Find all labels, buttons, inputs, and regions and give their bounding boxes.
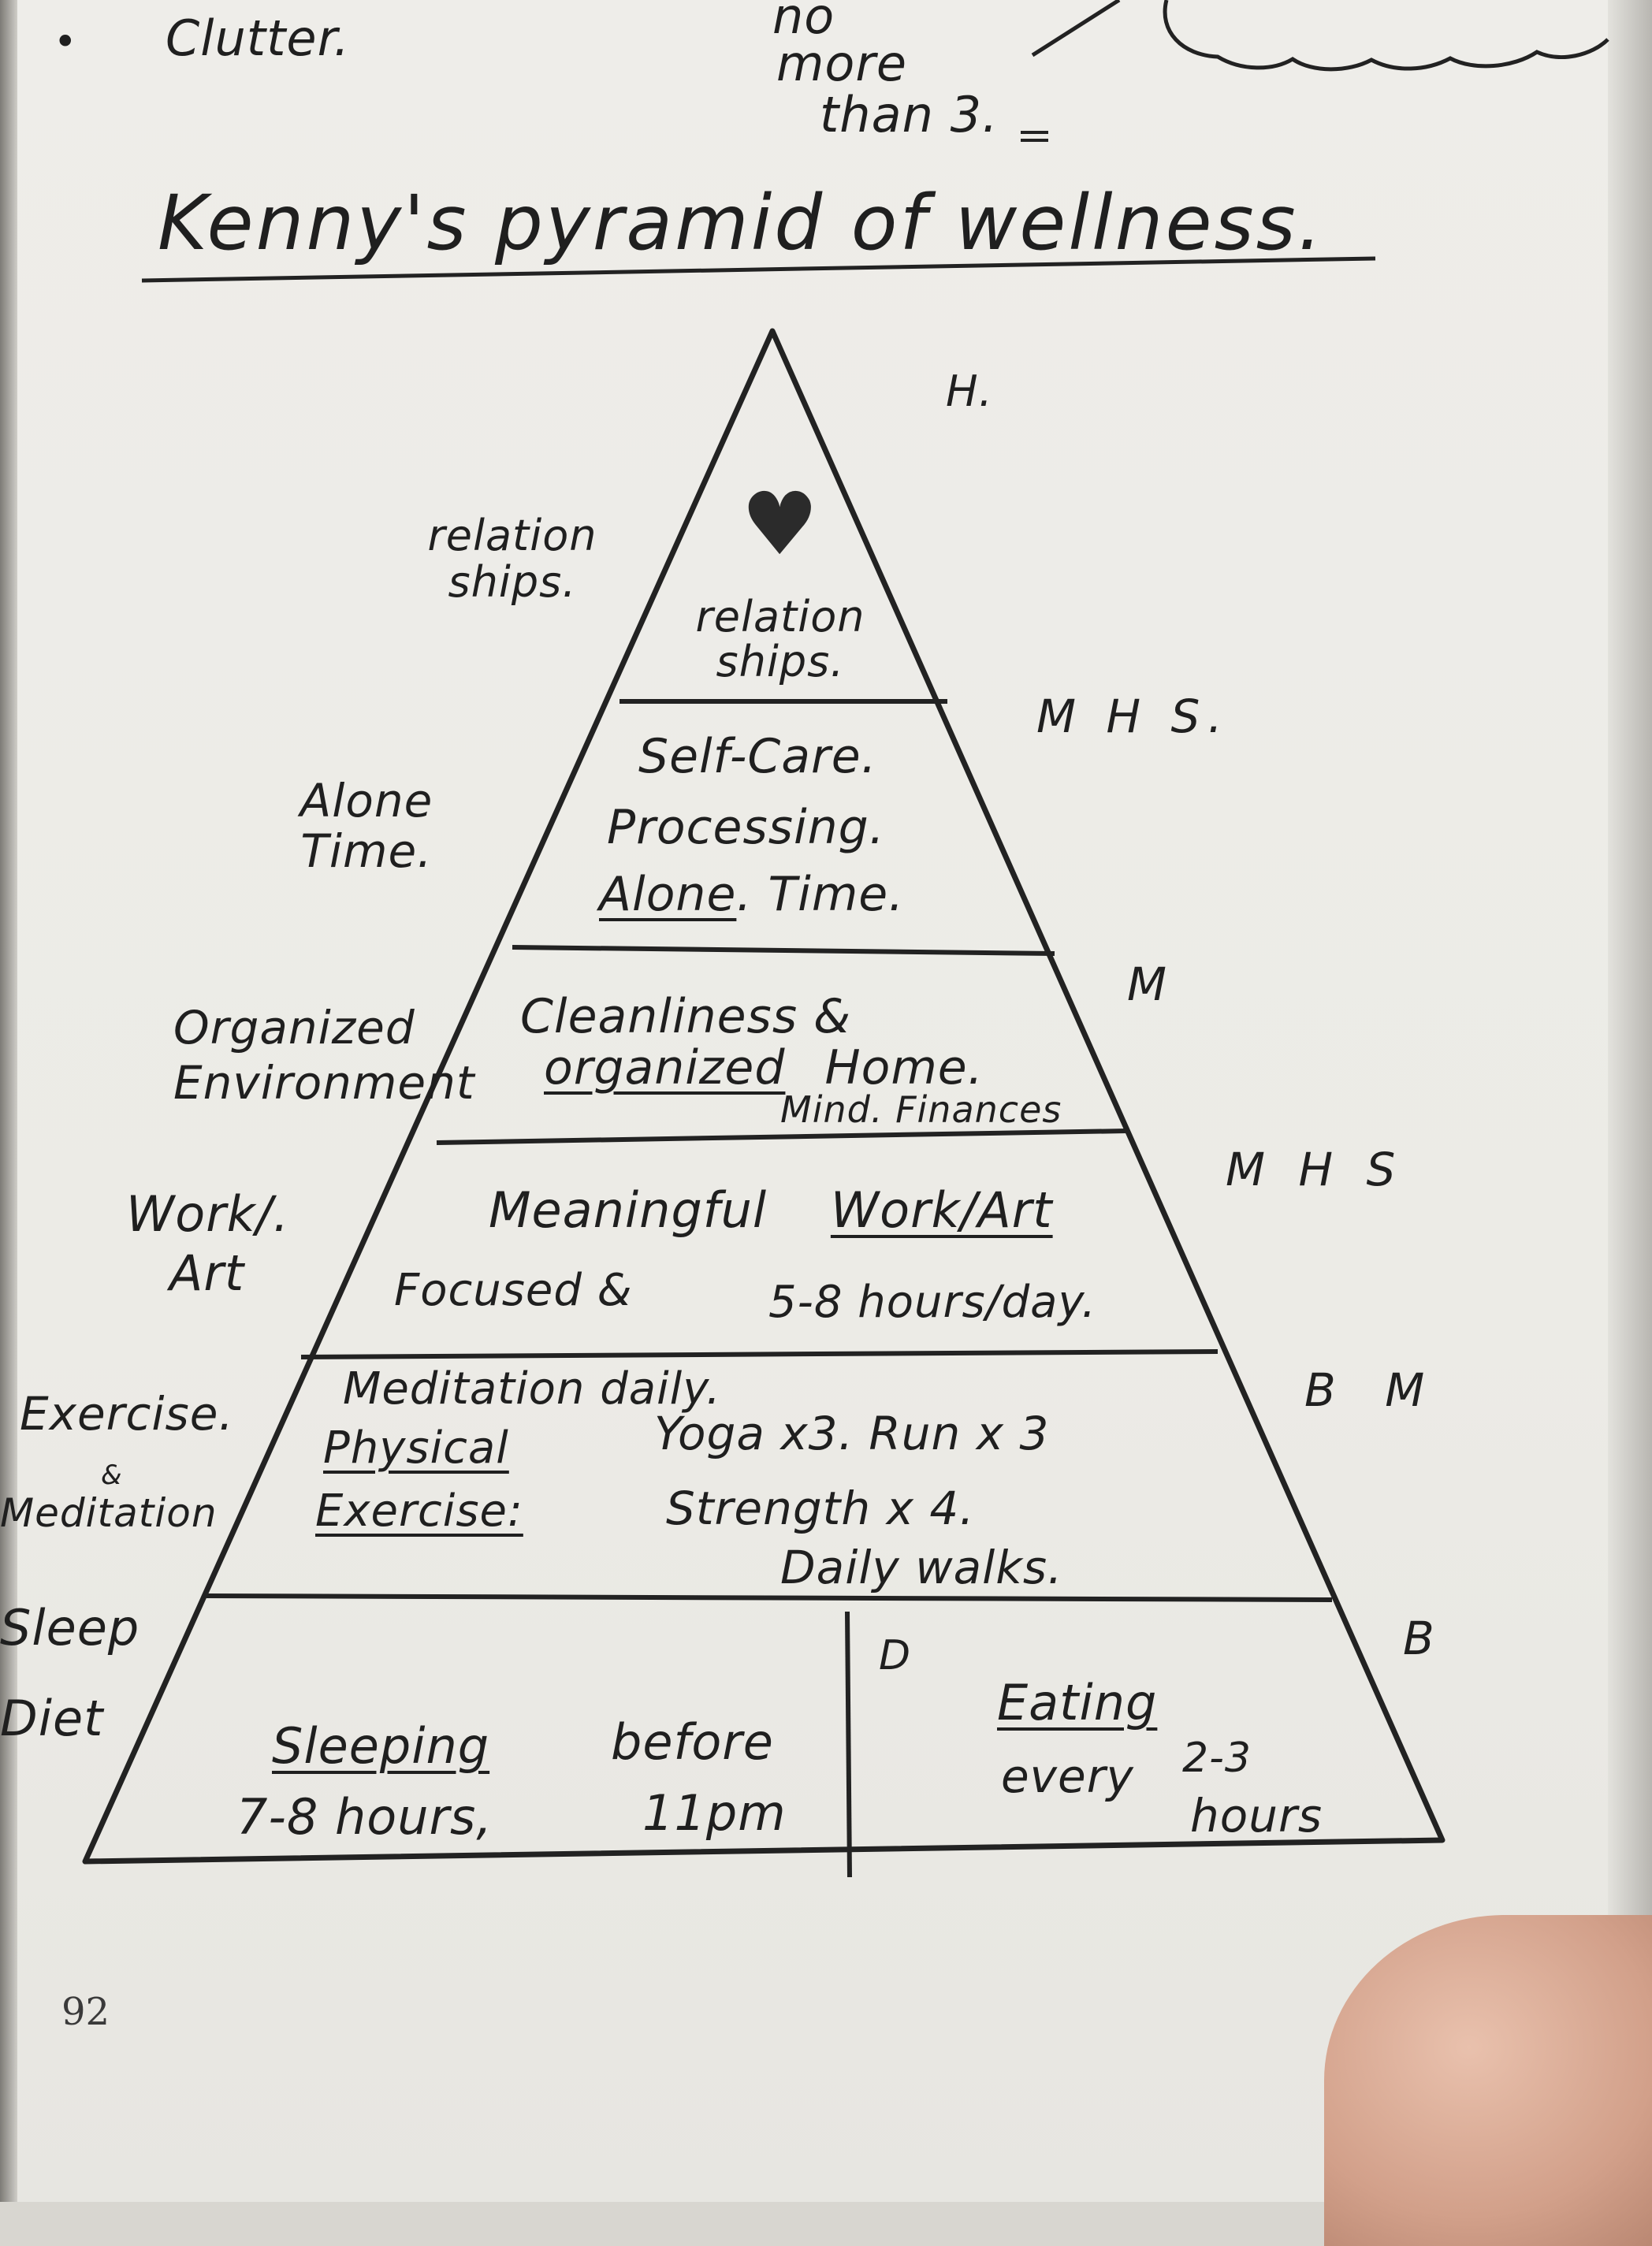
tier-divider-4: [300, 1349, 1219, 1359]
home-text: Home.: [824, 1040, 984, 1095]
selfcare-side-label: Alone Time.: [300, 774, 433, 878]
sleeping-text: Sleeping: [272, 1717, 490, 1775]
hours-text: hours: [1190, 1789, 1323, 1843]
exercise-line1: Meditation daily.: [343, 1363, 721, 1415]
bullet-point: •: [54, 19, 78, 65]
before-11pm-text: 11pm: [642, 1784, 787, 1842]
work-line1: Meaningful Work/Art: [489, 1186, 1053, 1235]
physical-text: Physical: [323, 1422, 509, 1474]
cleanliness-line3: Mind. Finances: [780, 1088, 1062, 1131]
sleep-side-label: Sleep: [0, 1599, 140, 1657]
exercise-side-label-2: Meditation: [0, 1490, 218, 1536]
selfcare-line3: Alone. Time.: [599, 871, 904, 918]
before-text: before: [611, 1713, 774, 1771]
heart-icon: ♥: [741, 474, 819, 575]
organized-underlined: organized: [544, 1040, 786, 1095]
exercise-text: Exercise:: [315, 1486, 523, 1537]
diet-side-label: Diet: [0, 1690, 104, 1747]
exercise-code: B M: [1304, 1363, 1442, 1417]
base-split: [845, 1611, 852, 1878]
tier-divider-3: [436, 1129, 1128, 1145]
relationships-label: relation ships.: [695, 592, 865, 686]
work-line3: 5-8 hours/day.: [768, 1277, 1097, 1328]
notebook-gutter: [0, 0, 17, 2202]
selfcare-line2: Processing.: [607, 800, 885, 855]
bubble-pointer: [1031, 0, 1121, 58]
no-note: no: [772, 0, 835, 45]
title-underline: [141, 256, 1376, 283]
yoga-run-text: Yoga x3. Run x 3: [654, 1407, 1050, 1460]
work-code: M H S: [1226, 1143, 1405, 1196]
base-code: B: [1403, 1612, 1435, 1665]
selfcare-line1: Self-Care.: [638, 729, 877, 784]
cleanliness-code: M: [1127, 958, 1168, 1011]
selfcare-code: M H S.: [1036, 690, 1230, 743]
time-text: . Time.: [736, 867, 905, 922]
diet-marker: D: [879, 1632, 912, 1679]
hours-7-8-text: 7-8 hours,: [236, 1788, 493, 1846]
than-3-note: than 3.: [820, 86, 999, 143]
cleanliness-side-label: Organized Environment: [173, 1001, 475, 1110]
page-title: Kenny's pyramid of wellness.: [158, 179, 1325, 267]
every-text: every: [1001, 1750, 1134, 1803]
eating-text: Eating: [997, 1674, 1158, 1731]
clutter-note: Clutter.: [166, 9, 351, 67]
exercise-side-label-1: Exercise.: [20, 1387, 234, 1441]
thumb: [1324, 1915, 1652, 2246]
meaningful-text: Meaningful: [489, 1181, 768, 1239]
page-edge: [1608, 0, 1652, 2202]
work-art-underlined: Work/Art: [830, 1181, 1053, 1239]
strength-text: Strength x 4.: [666, 1482, 975, 1535]
work-side-label-2: Art: [169, 1244, 245, 1302]
cleanliness-line1: Cleanliness &: [520, 989, 851, 1044]
relationships-side-label: relation ships.: [427, 511, 597, 608]
alone-underlined: Alone: [599, 867, 737, 922]
pyramid-outline: [82, 328, 1446, 1865]
exercise-side-amp: &: [101, 1460, 123, 1491]
more-note: more: [776, 35, 907, 92]
walks-text: Daily walks.: [780, 1541, 1063, 1594]
two-three-text: 2-3: [1182, 1735, 1252, 1782]
thought-bubble: [1163, 0, 1609, 72]
work-line2: Focused &: [394, 1265, 633, 1316]
tier-divider-5: [206, 1593, 1333, 1602]
relationships-code: H.: [946, 366, 993, 416]
work-side-label-1: Work/.: [126, 1185, 290, 1243]
tier-divider-2: [512, 945, 1055, 956]
cleanliness-line2: organized Home.: [544, 1044, 984, 1091]
page-number: 92: [61, 1990, 110, 2034]
